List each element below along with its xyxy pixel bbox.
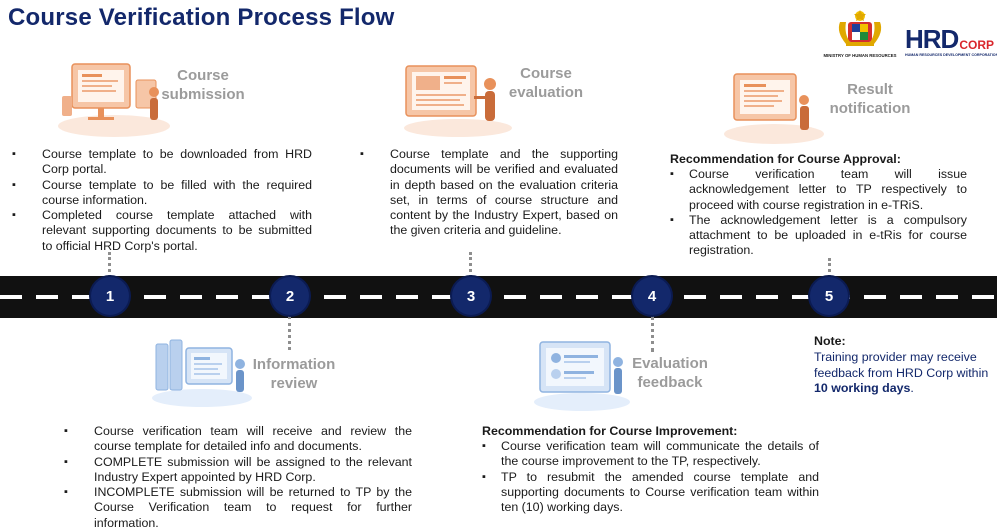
- list-item: The acknowledgement letter is a compulso…: [670, 213, 967, 259]
- ministry-caption: MINISTRY OF HUMAN RESOURCES: [823, 53, 897, 58]
- road-dashes: [0, 295, 997, 299]
- hrd-logo-text: HRD: [905, 24, 959, 54]
- connector-2: [288, 316, 291, 350]
- list-item: TP to resubmit the amended course templa…: [482, 470, 819, 516]
- list-item: Course template to be downloaded from HR…: [12, 147, 312, 178]
- step-1-marker: 1: [91, 277, 129, 315]
- connector-3: [469, 252, 472, 278]
- step-4-marker: 4: [633, 277, 671, 315]
- note-body: Training provider may receive feedback f…: [814, 350, 989, 380]
- information-review-illustration: [150, 334, 254, 408]
- list-item: COMPLETE submission will be assigned to …: [64, 455, 412, 486]
- step-3-title: Course evaluation: [508, 65, 584, 101]
- hrd-corp-logo: HRD CORP HUMAN RESOURCES DEVELOPMENT COR…: [905, 24, 997, 58]
- step-2-title: Information review: [252, 356, 336, 392]
- step-1-bullets: Course template to be downloaded from HR…: [12, 147, 312, 254]
- list-item: Course template and the supporting docum…: [360, 147, 618, 239]
- list-item: INCOMPLETE submission will be returned t…: [64, 485, 412, 531]
- note-highlight: 10 working days: [814, 381, 911, 395]
- list-item: Completed course template attached with …: [12, 208, 312, 254]
- step-5-bullets: Course verification team will issue ackn…: [670, 167, 967, 259]
- step-1-title: Course submission: [161, 67, 245, 103]
- connector-5: [828, 258, 831, 278]
- list-item: Course template to be filled with the re…: [12, 178, 312, 209]
- step-3-marker: 3: [452, 277, 490, 315]
- corp-logo-text: CORP: [959, 38, 995, 52]
- connector-4: [651, 316, 654, 352]
- step-4-bullets: Course verification team will communicat…: [482, 439, 819, 515]
- step-5-marker: 5: [810, 277, 848, 315]
- crest-icon: [838, 10, 882, 46]
- note-text: Training provider may receive feedback f…: [814, 350, 996, 397]
- step-2-bullets: Course verification team will receive an…: [64, 424, 412, 531]
- list-item: Course verification team will issue ackn…: [670, 167, 967, 213]
- hrd-caption: HUMAN RESOURCES DEVELOPMENT CORPORATION: [905, 53, 997, 57]
- course-evaluation-illustration: [398, 56, 516, 138]
- ministry-logo: MINISTRY OF HUMAN RESOURCES: [818, 8, 902, 58]
- page-title: Course Verification Process Flow: [8, 4, 395, 31]
- step-2-marker: 2: [271, 277, 309, 315]
- connector-1: [108, 252, 111, 278]
- note-heading: Note:: [814, 334, 846, 348]
- result-notification-illustration: [720, 66, 828, 146]
- step-4-subhead: Recommendation for Course Improvement:: [482, 424, 738, 438]
- step-5-subhead: Recommendation for Course Approval:: [670, 152, 901, 166]
- course-submission-illustration: [54, 56, 172, 138]
- evaluation-feedback-illustration: [530, 334, 634, 412]
- list-item: Course verification team will receive an…: [64, 424, 412, 455]
- step-5-title: Result notification: [829, 81, 911, 117]
- list-item: Course verification team will communicat…: [482, 439, 819, 470]
- step-4-title: Evaluation feedback: [632, 355, 708, 391]
- note-end: .: [910, 381, 914, 395]
- step-3-bullets: Course template and the supporting docum…: [360, 147, 618, 239]
